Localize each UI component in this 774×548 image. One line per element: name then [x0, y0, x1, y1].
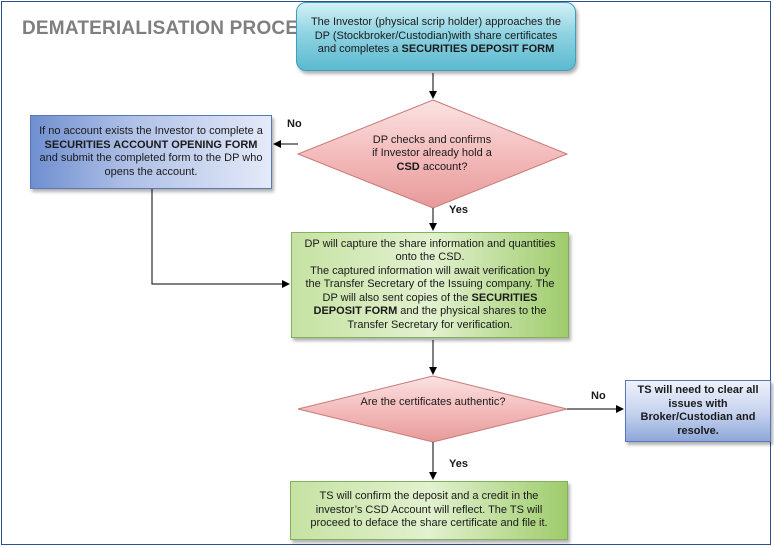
capture-text-a: DP will capture the share information an…	[304, 237, 556, 264]
capture-text-b: The captured information will await veri…	[305, 264, 555, 304]
open-account-bold: SECURITIES ACCOUNT OPENING FORM	[44, 138, 258, 151]
open-account-text-a: If no account exists the Investor to com…	[39, 125, 263, 137]
arrow-account-to-capture	[151, 189, 290, 288]
confirm-text: TS will confirm the deposit and a credit…	[310, 490, 548, 530]
edge-label-authentic-yes: Yes	[449, 458, 468, 470]
decision-account-text: DP checks and confirms if Investor alrea…	[372, 118, 492, 190]
decision-authentic-text-a: Are the certificates authentic?	[360, 396, 506, 409]
diagram-title: DEMATERIALISATION PROCESS	[22, 18, 324, 39]
decision-account-text-a: DP checks and confirms if Investor alrea…	[372, 133, 492, 160]
node-open-account: If no account exists the Investor to com…	[30, 115, 272, 189]
capture-bold: SECURITIES DEPOSIT FORM	[313, 291, 538, 318]
edge-label-account-no: No	[287, 118, 302, 130]
decision-authentic-text: Are the certificates authentic?	[340, 388, 526, 418]
edge-label-authentic-no: No	[591, 390, 606, 402]
node-start-bold: SECURITIES DEPOSIT FORM	[401, 43, 555, 56]
open-account-text-b: and submit the completed form to the DP …	[39, 152, 263, 178]
node-dp-capture: DP will capture the share information an…	[291, 232, 569, 338]
node-investor-approaches-dp: The Investor (physical scrip holder) app…	[296, 2, 576, 71]
node-ts-resolve: TS will need to clear all issues with Br…	[625, 380, 771, 442]
node-ts-confirm: TS will confirm the deposit and a credit…	[290, 481, 568, 540]
resolve-text: TS will need to clear all issues with Br…	[637, 384, 759, 437]
decision-account-bold: CSD	[396, 160, 420, 173]
node-start-text: The Investor (physical scrip holder) app…	[310, 16, 562, 56]
edge-label-account-yes: Yes	[449, 204, 468, 216]
capture-text-c: and the physical shares to the Transfer …	[347, 305, 547, 331]
decision-account-text-b: account?	[419, 160, 468, 173]
